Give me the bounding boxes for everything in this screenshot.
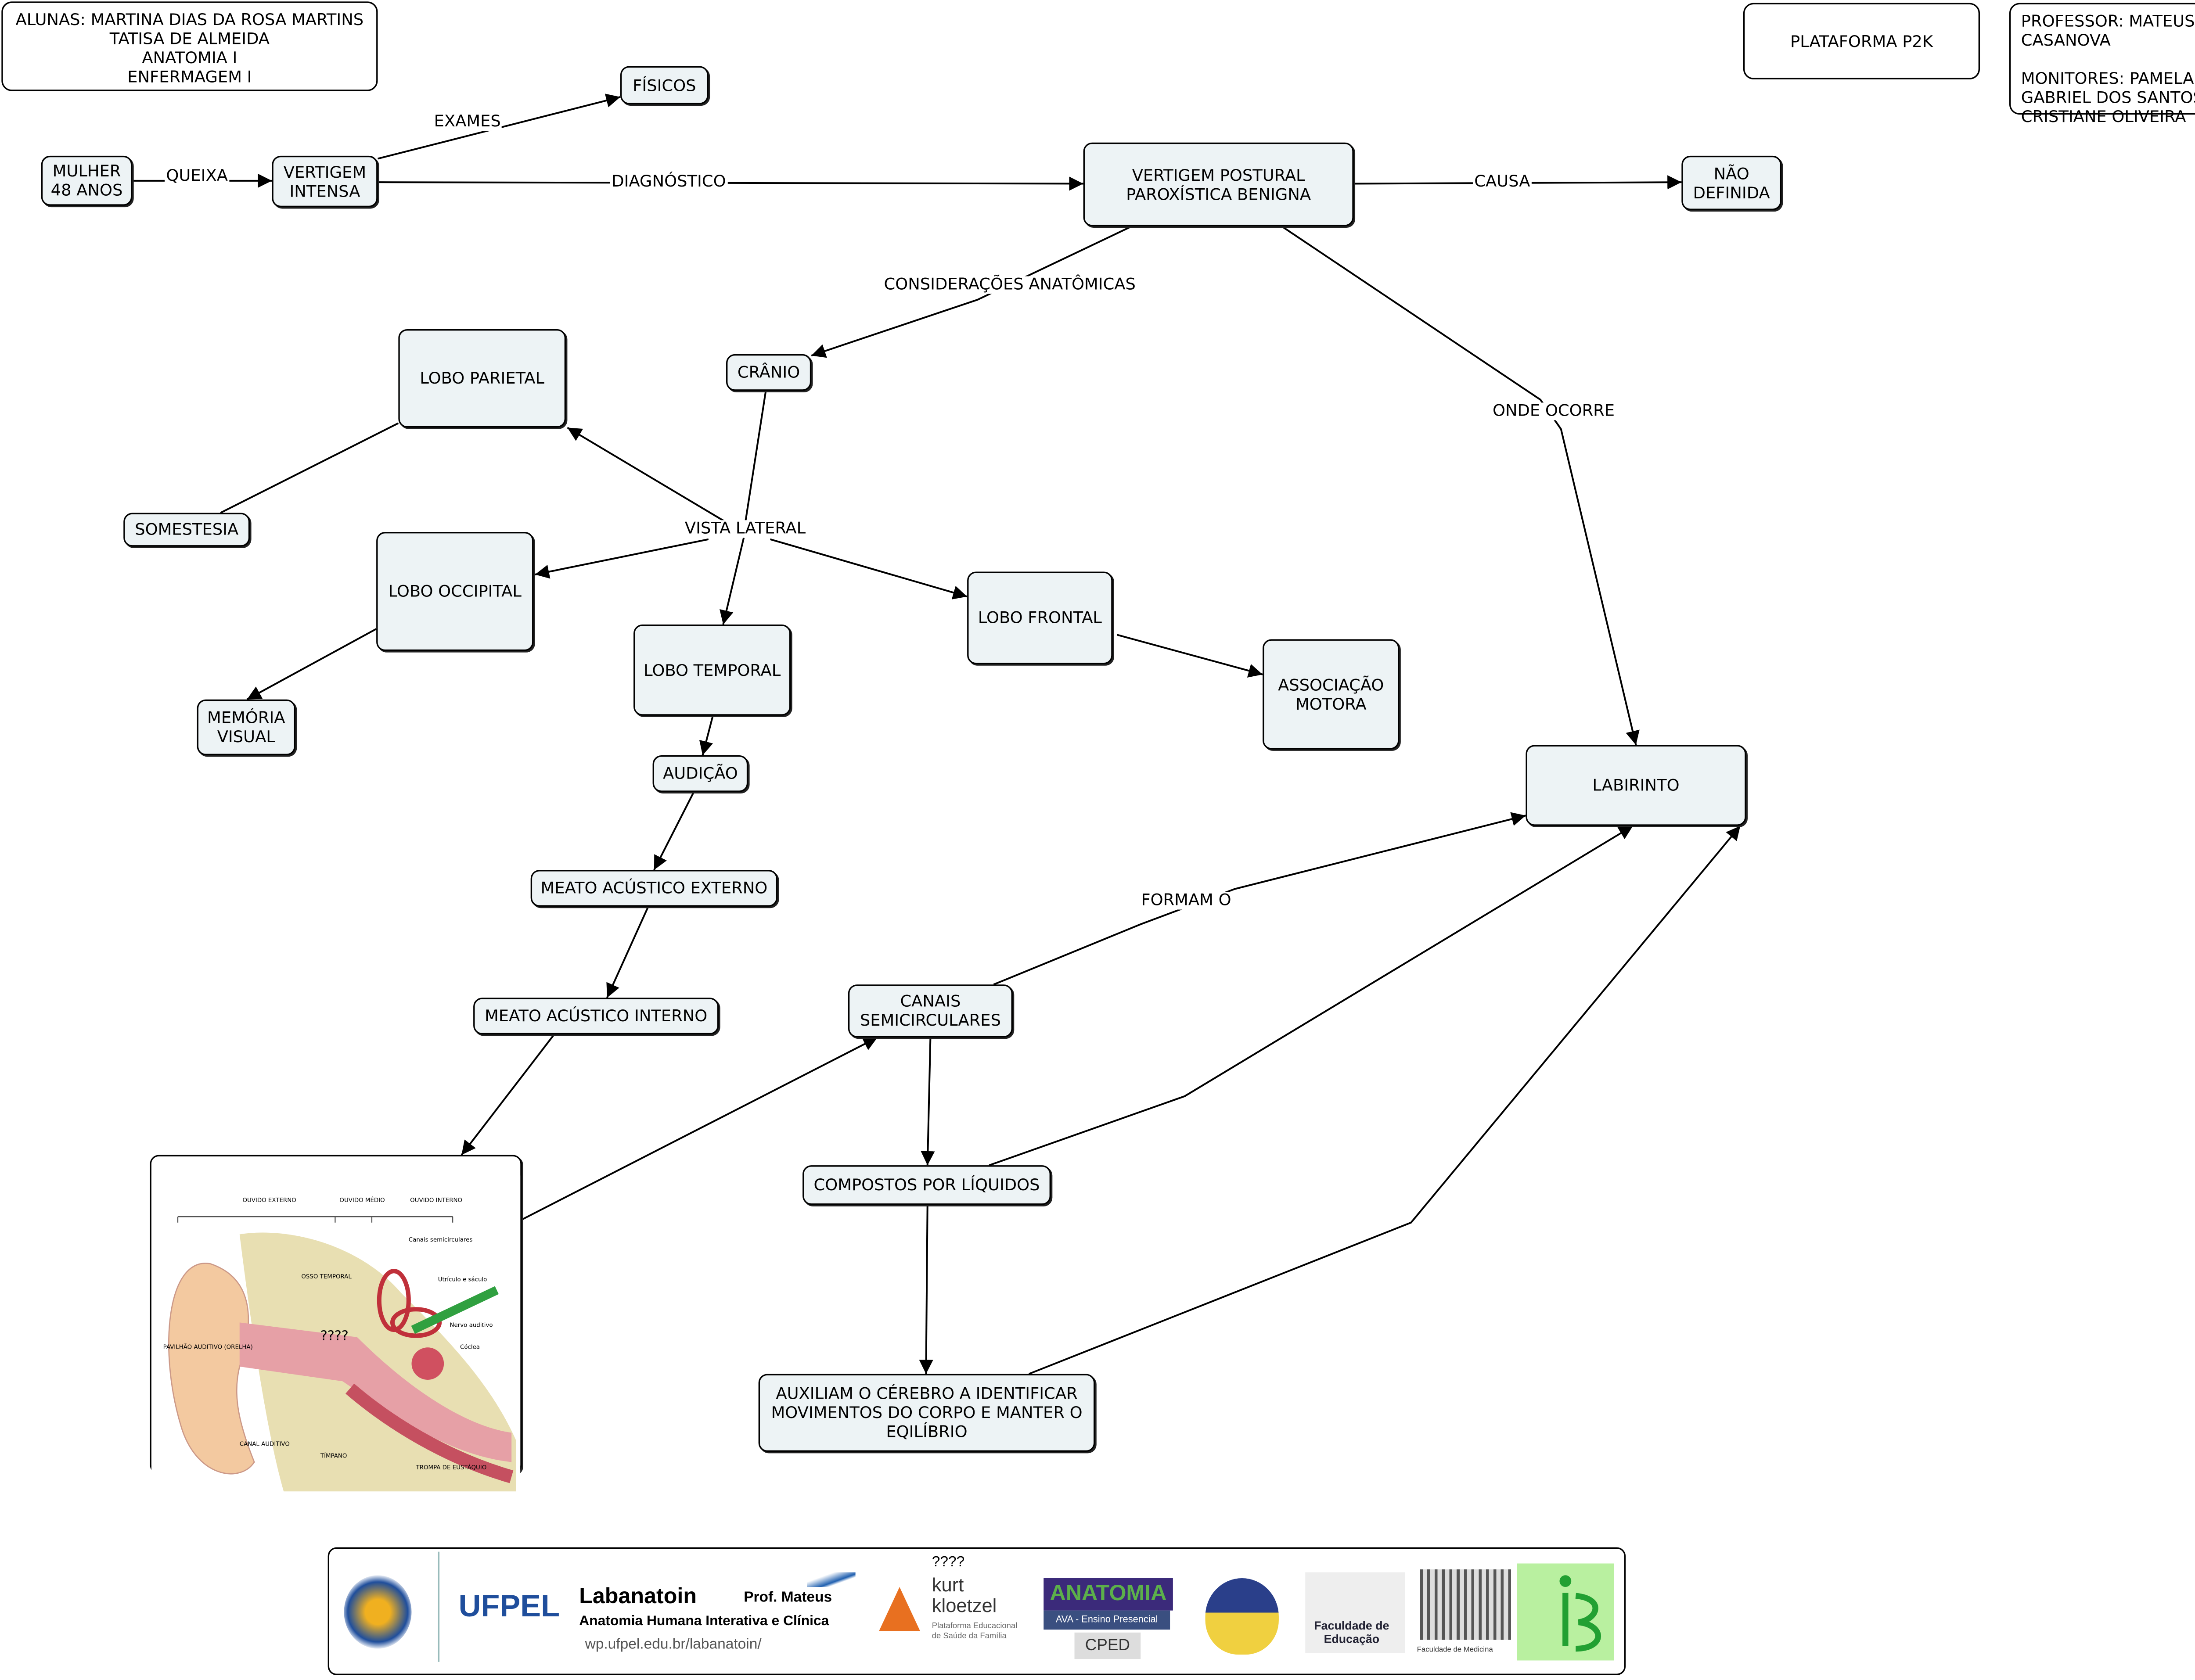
ib-logo: [1517, 1563, 1614, 1661]
ear-label-utriculo: Utrículo e sáculo: [438, 1276, 487, 1283]
ear-label-coclea: Cóclea: [460, 1344, 480, 1351]
edge-vista-temporal: [720, 537, 745, 625]
node-auxiliam[interactable]: AUXILIAM O CÉREBRO A IDENTIFICAR MOVIMEN…: [758, 1374, 1095, 1452]
kurt-overlay-text: ????: [932, 1554, 965, 1571]
ear-label-medio: OUVIDO MÉDIO: [339, 1196, 385, 1204]
node-lobo-occipital[interactable]: LOBO OCCIPITAL: [376, 532, 534, 651]
famed-label: Faculdade de Medicina: [1417, 1645, 1493, 1655]
node-meato-interno[interactable]: MEATO ACÚSTICO INTERNO: [473, 998, 719, 1035]
ear-label-externo: OUVIDO EXTERNO: [242, 1197, 296, 1204]
platform-box: PLATAFORMA P2K: [1743, 3, 1980, 79]
link-formam: FORMAM O: [1140, 891, 1233, 910]
prof-mateus-logo: Prof. Mateus: [744, 1590, 832, 1606]
edge-meato-int-image: [461, 1034, 555, 1156]
edge-cranio-vista: [744, 391, 767, 524]
divider: [438, 1551, 440, 1662]
fae-logo: Faculdade de Educação: [1314, 1619, 1389, 1646]
node-meato-externo[interactable]: MEATO ACÚSTICO EXTERNO: [530, 870, 778, 907]
link-vista-lateral: VISTA LATERAL: [683, 520, 807, 538]
edge-occipital-memoria: [246, 628, 377, 700]
link-onde-ocorre: ONDE OCORRE: [1491, 402, 1616, 420]
partner-logos-bar: UFPEL Labanatoin Prof. Mateus Anatomia H…: [327, 1547, 1626, 1675]
edge-compostos-labirinto: [989, 825, 1634, 1167]
famed-building-logo: [1420, 1569, 1511, 1640]
anatomia-logo: ANATOMIA: [1044, 1578, 1173, 1611]
ear-anatomy-image: OUVIDO EXTERNO OUVIDO MÉDIO OUVIDO INTER…: [150, 1155, 522, 1492]
node-cranio[interactable]: CRÂNIO: [726, 354, 812, 391]
node-somestesia[interactable]: SOMESTESIA: [123, 513, 250, 547]
ear-label-osso: OSSO TEMPORAL: [301, 1274, 352, 1280]
ear-label-unknown: ????: [320, 1328, 349, 1344]
edge-diagnostico: [378, 176, 1083, 191]
node-nao-definida[interactable]: NÃO DEFINIDA: [1681, 155, 1782, 210]
node-lobo-frontal[interactable]: LOBO FRONTAL: [967, 571, 1113, 664]
ufpel-logo: UFPEL: [458, 1590, 560, 1624]
shield-logo: [1205, 1578, 1279, 1655]
edge-vista-frontal: [770, 538, 968, 599]
node-fisicos[interactable]: FÍSICOS: [620, 66, 709, 104]
node-audicao[interactable]: AUDIÇÃO: [652, 755, 748, 792]
labanatoin-logo: Labanatoin: [579, 1584, 697, 1609]
ear-label-timpano: TÍMPANO: [320, 1451, 347, 1459]
edge-meato-ext-int: [606, 906, 649, 998]
labanatoin-url[interactable]: wp.ufpel.edu.br/labanatoin/: [585, 1637, 762, 1653]
link-exames: EXAMES: [432, 112, 503, 131]
kurt-kloetzel-icon: [879, 1587, 920, 1631]
ear-label-canal: CANAL AUDITIVO: [240, 1441, 290, 1448]
node-vertigem-intensa[interactable]: VERTIGEM INTENSA: [272, 155, 378, 208]
edge-compostos-auxiliam: [919, 1205, 933, 1374]
edge-consideracoes: [811, 225, 1132, 358]
node-associacao-motora[interactable]: ASSOCIAÇÃO MOTORA: [1263, 639, 1400, 750]
staff-box: PROFESSOR: MATEUS CASANOVA MONITORES: PA…: [2009, 3, 2195, 126]
node-labirinto[interactable]: LABIRINTO: [1526, 745, 1746, 826]
ear-label-pavilhao: PAVILHÃO AUDITIVO (ORELHA): [163, 1343, 253, 1351]
link-consideracoes: CONSIDERAÇÕES ANATÔMICAS: [882, 276, 1137, 294]
node-memoria-visual[interactable]: MEMÓRIA VISUAL: [197, 699, 295, 755]
kurt-kloetzel-logo: kurt kloetzel: [932, 1573, 997, 1617]
cped-logo: CPED: [1074, 1632, 1141, 1659]
edge-vista-occipital: [535, 538, 709, 579]
link-diagnostico: DIAGNÓSTICO: [610, 172, 727, 191]
node-canais[interactable]: CANAIS SEMICIRCULARES: [848, 984, 1013, 1037]
node-compostos[interactable]: COMPOSTOS POR LÍQUIDOS: [802, 1165, 1051, 1205]
node-mulher[interactable]: MULHER 48 ANOS: [41, 155, 133, 206]
students-box: ALUNAS: MARTINA DIAS DA ROSA MARTINS TAT…: [1, 1, 378, 91]
ufpel-seal-logo: [344, 1575, 412, 1649]
ear-label-canais: Canais semicirculares: [409, 1237, 473, 1243]
edge-formam: [993, 812, 1526, 986]
edge-parietal-somestesia: [220, 422, 399, 514]
edge-vista-parietal: [567, 427, 728, 524]
ear-label-trompa: TROMPA DE EUSTÁQUIO: [416, 1463, 487, 1471]
edge-image-canais: [521, 1037, 878, 1221]
labanatoin-subtitle: Anatomia Humana Interativa e Clínica: [579, 1613, 829, 1630]
ava-logo: AVA - Ensino Presencial: [1044, 1610, 1170, 1630]
edge-audicao-meato-ext: [653, 791, 695, 871]
edge-temporal-audicao: [699, 715, 714, 756]
edge-canais-compostos: [921, 1037, 935, 1166]
link-queixa: QUEIXA: [165, 167, 230, 185]
edge-frontal-associacao: [1117, 634, 1263, 678]
link-causa: CAUSA: [1472, 172, 1532, 191]
edge-auxiliam-labirinto: [1029, 825, 1741, 1375]
node-vppb[interactable]: VERTIGEM POSTURAL PAROXÍSTICA BENIGNA: [1083, 142, 1354, 226]
ear-label-nervo: Nervo auditivo: [450, 1322, 493, 1328]
kurt-subtitle: Plataforma Educacional de Saúde da Famíl…: [932, 1622, 1018, 1641]
ear-label-interno: OUVIDO INTERNO: [410, 1197, 462, 1204]
node-lobo-parietal[interactable]: LOBO PARIETAL: [398, 329, 566, 428]
fae-logo-bg: [1305, 1572, 1405, 1653]
stripe-graphic: [807, 1572, 856, 1587]
node-lobo-temporal[interactable]: LOBO TEMPORAL: [633, 624, 791, 716]
